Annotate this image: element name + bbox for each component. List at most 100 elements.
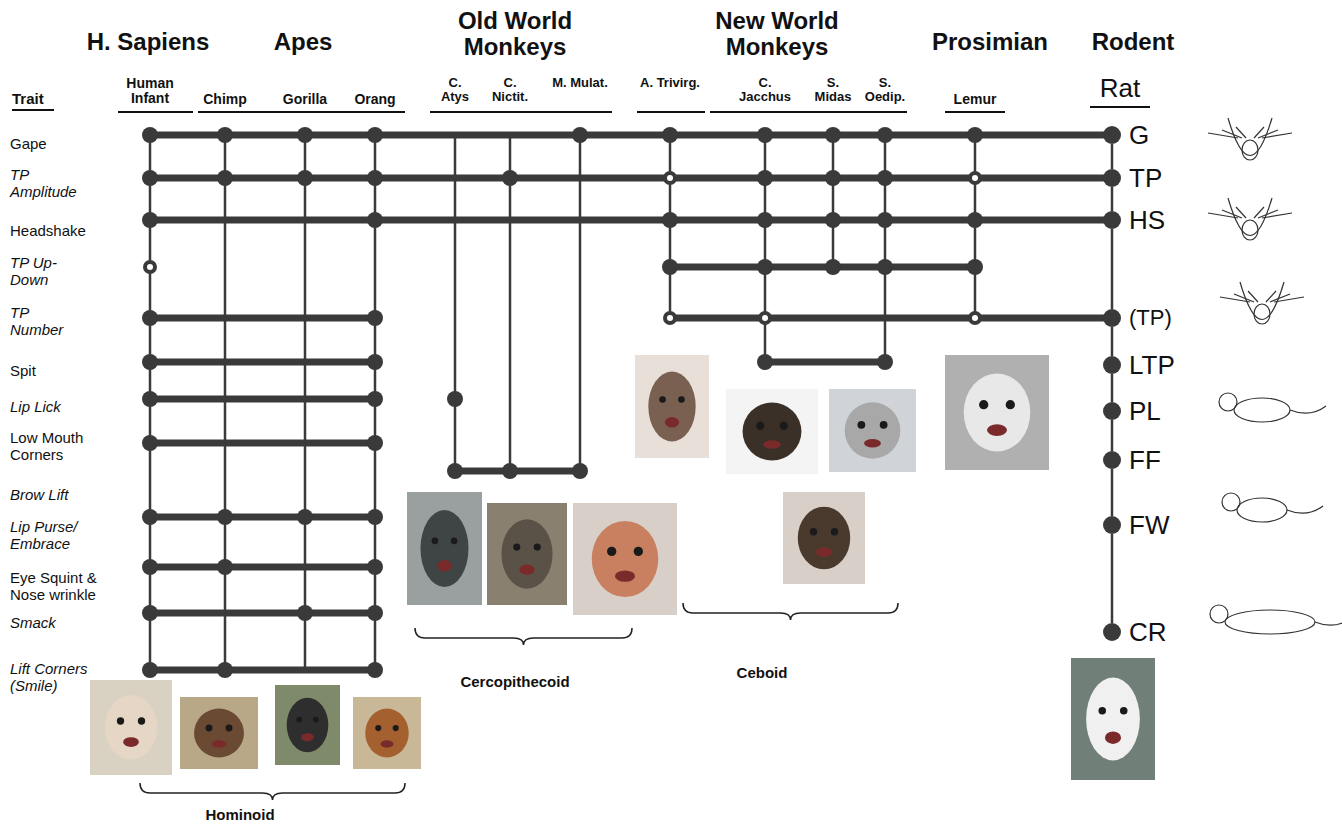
trait-code: FF <box>1129 445 1161 475</box>
trait-dot <box>757 354 773 370</box>
trait-bar <box>150 514 375 521</box>
species-name: Orang <box>345 92 405 107</box>
photo-face <box>501 519 552 588</box>
trait-dot <box>142 509 158 525</box>
species-name: C. Atys <box>433 76 477 104</box>
trait-dot <box>447 463 463 479</box>
photo-eye <box>678 396 685 403</box>
photo-face <box>365 709 409 758</box>
trait-dot <box>825 259 841 275</box>
animal-photo <box>487 503 567 605</box>
trait-bar <box>150 610 375 617</box>
sketch-line <box>1240 282 1284 320</box>
photo-eye <box>117 717 124 724</box>
species-name: C. Jacchus <box>734 76 796 104</box>
trait-name: Lift Corners (Smile) <box>10 660 110 694</box>
trait-grid <box>142 127 1112 678</box>
photo-eye <box>296 717 302 723</box>
rat-trait-node: FF <box>1103 445 1161 475</box>
trait-dot <box>142 310 158 326</box>
trait-code: (TP) <box>1129 303 1172 333</box>
rat-trait-connector <box>1111 144 1114 169</box>
trait-code: HS <box>1129 205 1165 235</box>
rat-trait-node: FW <box>1103 510 1169 540</box>
rat-head-sketch <box>1220 282 1304 324</box>
photo-eye <box>225 725 232 732</box>
photo-eye <box>857 421 865 429</box>
sketch-line <box>1234 398 1290 422</box>
trait-bar <box>150 667 375 674</box>
trait-dot <box>757 212 773 228</box>
photo-eye <box>1006 400 1015 409</box>
sketch-whisker <box>1236 207 1246 218</box>
header-underline <box>12 109 54 111</box>
species-name: Human Infant <box>115 76 185 106</box>
trait-dot <box>502 170 518 186</box>
photo-frame <box>945 355 1049 470</box>
photo-eye <box>979 400 988 409</box>
photo-face <box>287 698 329 752</box>
rat-head-sketch <box>1208 198 1292 240</box>
photo-mouth <box>212 740 227 747</box>
trait-dot <box>825 212 841 228</box>
animal-photo <box>635 355 709 458</box>
open-dot <box>143 260 157 274</box>
clade-label: Hominoid <box>180 806 300 823</box>
sketch-whisker <box>1208 213 1238 218</box>
species-name: A. Trivirg. <box>640 76 700 90</box>
trait-code: TP <box>1129 163 1162 193</box>
rat-head-sketch <box>1208 118 1292 160</box>
trait-dot <box>572 127 588 143</box>
rat-trait-node: HS <box>1103 205 1165 235</box>
sketch-whisker <box>1262 213 1292 218</box>
rat-trait-node: TP <box>1103 163 1162 193</box>
sketch-whisker <box>1274 297 1304 302</box>
species-name: M. Mulat. <box>552 76 608 90</box>
photo-face <box>648 371 695 441</box>
open-dot-center <box>972 175 978 181</box>
rat-body-sketch <box>1222 493 1323 522</box>
photo-frame <box>487 503 567 605</box>
trait-bar <box>765 359 885 366</box>
photo-frame <box>353 697 421 769</box>
open-dot <box>663 171 677 185</box>
sketch-line <box>1222 493 1240 511</box>
trait-name: Eye Squint & Nose wrinkle <box>10 569 120 603</box>
photo-mouth <box>816 547 832 556</box>
trait-dot <box>572 463 588 479</box>
trait-dot <box>142 391 158 407</box>
trait-bar <box>670 315 1112 322</box>
sketch-line <box>1210 605 1228 623</box>
trait-dot <box>217 509 233 525</box>
clade-label: Cercopithecoid <box>435 673 595 690</box>
header-underline <box>1090 106 1150 108</box>
open-dot <box>968 311 982 325</box>
sketch-line <box>1287 506 1323 513</box>
sketch-whisker <box>1236 127 1246 138</box>
trait-dot <box>367 310 383 326</box>
photo-frame <box>1071 658 1155 780</box>
photo-eye <box>206 725 213 732</box>
group-header: New World Monkeys <box>692 8 862 60</box>
rat-trait-node: PL <box>1103 396 1161 426</box>
trait-dot <box>367 435 383 451</box>
sketch-line <box>1242 140 1258 160</box>
sketch-whisker <box>1220 297 1250 302</box>
trait-dot <box>662 127 678 143</box>
trait-dot <box>297 509 313 525</box>
species-name: Chimp <box>195 92 255 107</box>
rat-trait-connector <box>1111 534 1114 623</box>
photo-face <box>1086 678 1140 761</box>
rat-trait-node: LTP <box>1103 350 1175 380</box>
trait-dot <box>877 127 893 143</box>
open-dot <box>758 311 772 325</box>
photo-frame <box>726 389 818 474</box>
sketch-line <box>1290 406 1326 413</box>
trait-dot <box>662 259 678 275</box>
trait-dot <box>757 259 773 275</box>
open-dot <box>663 311 677 325</box>
open-dot-center <box>667 315 673 321</box>
photo-face <box>592 521 659 597</box>
photo-mouth <box>123 737 139 747</box>
